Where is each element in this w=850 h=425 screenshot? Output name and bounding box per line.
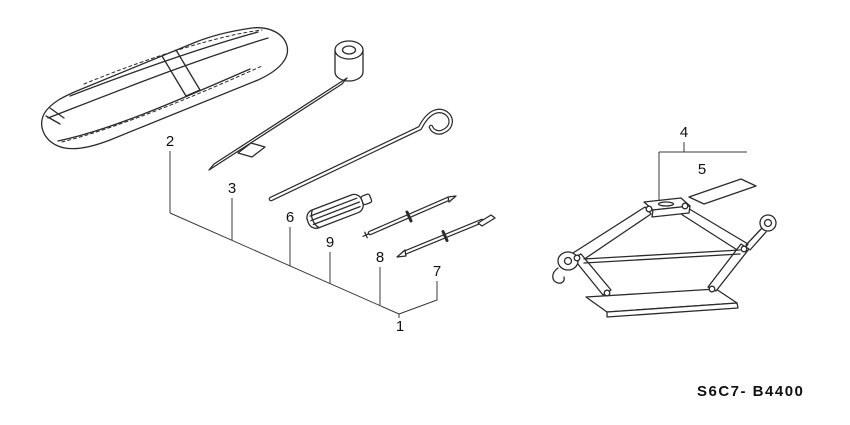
callout-leader-lines bbox=[169, 142, 747, 318]
callout-5: 5 bbox=[698, 161, 706, 178]
callout-3: 3 bbox=[228, 180, 236, 197]
phillips-screwdriver-drawing bbox=[362, 195, 457, 239]
wheel-nut-wrench-drawing bbox=[208, 40, 364, 171]
callout-4: 4 bbox=[680, 124, 688, 141]
callout-9: 9 bbox=[326, 234, 334, 251]
scissor-jack-drawing bbox=[552, 197, 777, 318]
screwdriver-handle-drawing bbox=[306, 193, 373, 229]
callout-8: 8 bbox=[376, 249, 384, 266]
tool-bag-drawing bbox=[41, 27, 289, 150]
callout-1: 1 bbox=[396, 318, 404, 335]
caution-label-drawing bbox=[688, 178, 757, 205]
callout-6: 6 bbox=[286, 209, 294, 226]
jack-handle-bar-drawing bbox=[268, 108, 453, 202]
bit-tool-drawing bbox=[396, 214, 496, 258]
callout-7: 7 bbox=[433, 263, 441, 280]
part-code-label: S6C7- B4400 bbox=[697, 383, 804, 400]
callout-2: 2 bbox=[166, 133, 174, 150]
